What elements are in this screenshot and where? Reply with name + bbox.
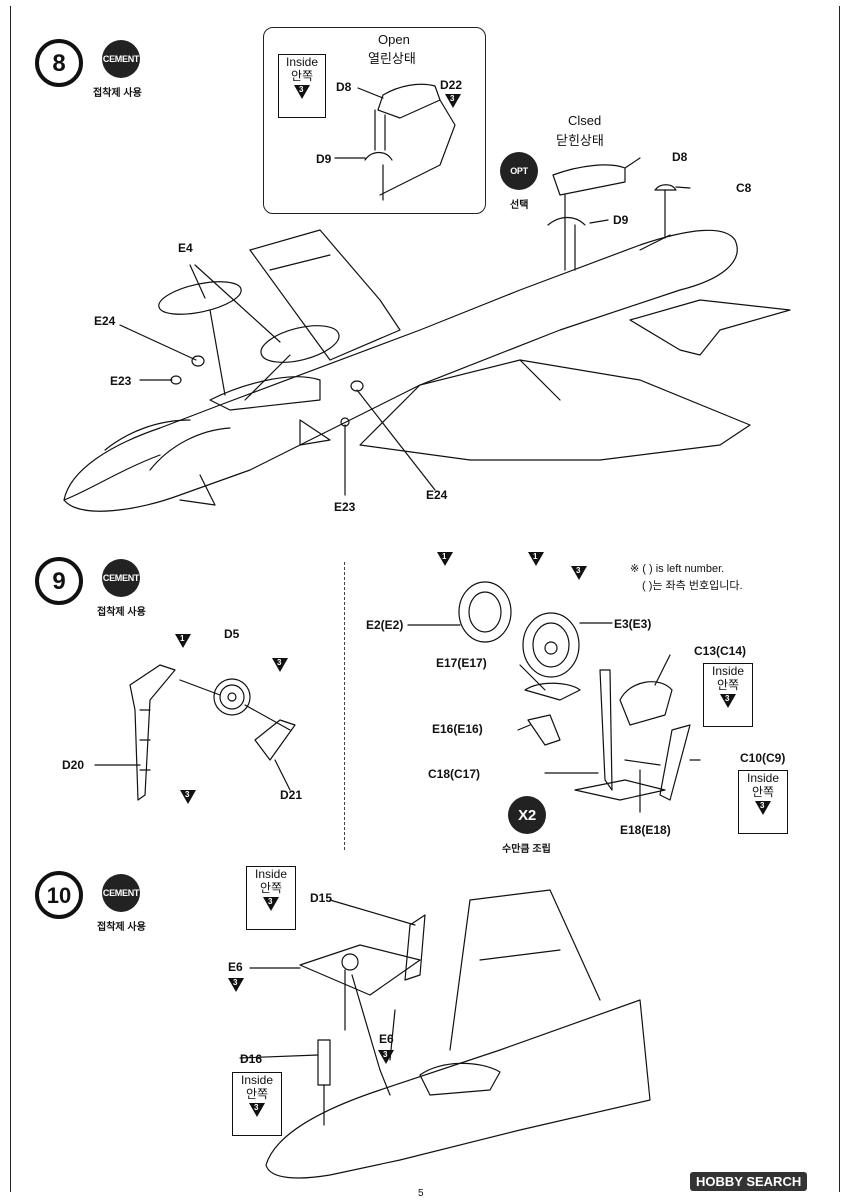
x2-label: X2 [518, 806, 536, 824]
inside-kor: 안쪽 [259, 881, 283, 895]
cement-label: CEMENT [102, 573, 140, 583]
x2-badge: X2 [508, 796, 546, 834]
step9-tri-1a: 1 [437, 550, 453, 569]
step9-tri-1: 1 [175, 632, 191, 651]
hobby-search-watermark: HOBBY SEARCH [690, 1172, 808, 1191]
inside-kor: 안쪽 [290, 69, 314, 83]
step9-divider [344, 562, 345, 850]
step-ref-triangle: 3 [755, 801, 771, 815]
label-d15: D15 [310, 891, 333, 905]
label-e16: E16(E16) [432, 722, 483, 736]
step-ref-triangle: 3 [294, 85, 310, 99]
note-left-number-kor: ( )는 좌측 번호입니다. [642, 580, 743, 592]
open-inside-box: Inside 안쪽 3 [278, 54, 326, 118]
inside-label: Inside [746, 771, 780, 785]
step10-inside-box-2: Inside 안쪽 3 [232, 1072, 282, 1136]
step9-inside-box-2: Inside 안쪽 3 [738, 770, 788, 834]
step9-right-art [407, 581, 701, 813]
closed-title: Clsed [568, 113, 602, 128]
label-d21: D21 [280, 788, 303, 802]
step9-left-art [94, 664, 296, 801]
step9-cement-kor: 접착제 사용 [97, 607, 146, 618]
inside-kor: 안쪽 [716, 678, 740, 692]
step9-number: 9 [52, 568, 65, 595]
step8-cement-badge: CEMENT [102, 40, 140, 78]
label-e6-left: E6 [228, 960, 243, 974]
step10-number-circle: 10 [34, 870, 84, 925]
step10-number: 10 [47, 883, 71, 908]
label-e24-bottom: E24 [426, 488, 448, 502]
label-e4: E4 [178, 241, 193, 255]
instruction-sheet [10, 6, 840, 1192]
label-d9-open: D9 [316, 152, 332, 166]
step-ref-triangle: 3 [720, 694, 736, 708]
step9-tri-3a: 3 [272, 656, 288, 675]
note-left-number: ※ ( ) is left number. [630, 563, 725, 575]
opt-kor: 선택 [510, 200, 529, 211]
e6-left-tri: 3 [228, 976, 244, 995]
step10-cement-badge: CEMENT [102, 874, 140, 912]
step9-cement-badge: CEMENT [102, 559, 140, 597]
open-state-inset [263, 27, 486, 214]
label-e18: E18(E18) [620, 823, 671, 837]
label-c18: C18(C17) [428, 767, 481, 781]
label-d9-closed: D9 [613, 213, 629, 227]
label-d8-open: D8 [336, 80, 352, 94]
label-d8-closed: D8 [672, 150, 688, 164]
label-c13: C13(C14) [694, 644, 747, 658]
page-number: 5 [418, 1188, 424, 1199]
opt-badge: OPT [500, 152, 538, 190]
step8-cement-kor: 접착제 사용 [93, 88, 142, 99]
inside-kor: 안쪽 [245, 1087, 269, 1101]
step9-tri-3b: 3 [180, 788, 196, 807]
step-ref-triangle: 3 [263, 897, 279, 911]
label-e2: E2(E2) [366, 618, 404, 632]
step9-number-circle: 9 [34, 556, 84, 611]
step8-number: 8 [52, 50, 65, 77]
label-e23-left: E23 [110, 374, 132, 388]
inside-label: Inside [285, 55, 319, 69]
step9-inside-box-1: Inside 안쪽 3 [703, 663, 753, 727]
inside-label: Inside [254, 867, 288, 881]
label-d22: D22 [440, 78, 463, 92]
label-e23-bottom: E23 [334, 500, 356, 514]
inside-label: Inside [711, 664, 745, 678]
label-d20: D20 [62, 758, 85, 772]
inside-kor: 안쪽 [751, 785, 775, 799]
label-d16: D16 [240, 1052, 263, 1066]
label-d5: D5 [224, 627, 240, 641]
cement-label: CEMENT [102, 54, 140, 64]
e6-bottom-tri: 3 [378, 1048, 394, 1067]
cement-label: CEMENT [102, 888, 140, 898]
d22-ref-triangle: 3 [445, 92, 461, 111]
step9-tri-3: 3 [571, 564, 587, 583]
label-c8: C8 [736, 181, 752, 195]
step9-tri-1b: 1 [528, 550, 544, 569]
opt-label: OPT [510, 166, 528, 176]
closed-title-kor: 닫힌상태 [556, 133, 604, 148]
label-e6-bottom: E6 [379, 1032, 394, 1046]
x2-kor: 수만큼 조립 [502, 844, 551, 855]
step10-aircraft [239, 889, 651, 1179]
step8-aircraft [63, 157, 791, 512]
step8-open-inset-art [334, 83, 456, 201]
step10-cement-kor: 접착제 사용 [97, 922, 146, 933]
step8-number-circle: 8 [34, 38, 84, 93]
label-e17: E17(E17) [436, 656, 487, 670]
step-ref-triangle: 3 [249, 1103, 265, 1117]
label-c10: C10(C9) [740, 751, 786, 765]
inside-label: Inside [240, 1073, 274, 1087]
label-e3: E3(E3) [614, 617, 652, 631]
step10-inside-box-1: Inside 안쪽 3 [246, 866, 296, 930]
open-title-kor: 열린상태 [368, 51, 416, 66]
label-e24-left: E24 [94, 314, 116, 328]
open-title: Open [378, 32, 410, 47]
